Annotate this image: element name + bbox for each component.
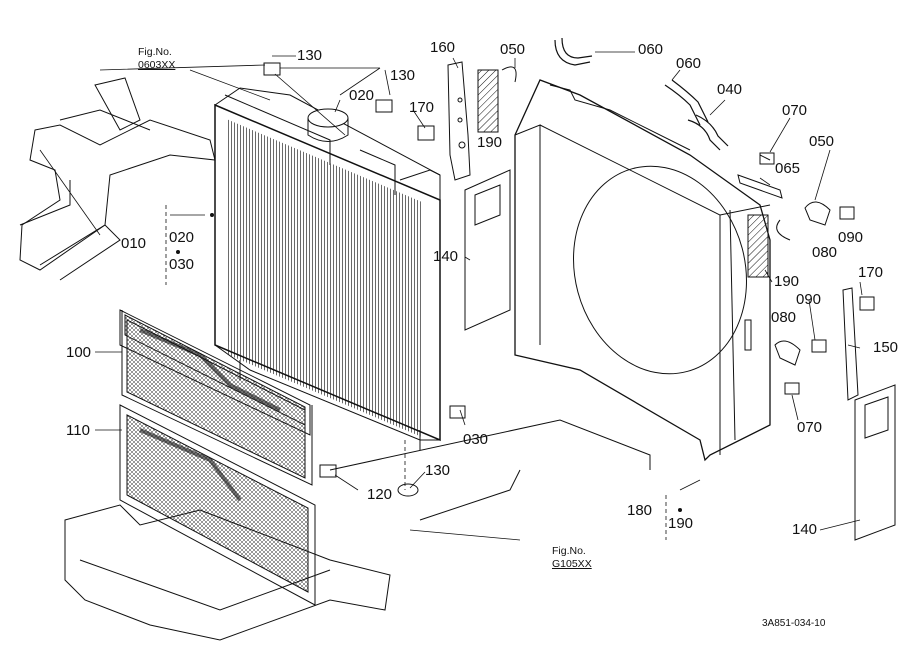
part-label-140-left: 140: [433, 248, 459, 265]
clip-080-upper: [804, 201, 831, 226]
part-label-060-upper: 060: [638, 41, 664, 58]
part-label-090-upper: 090: [838, 229, 864, 246]
seal-strip-right: [854, 384, 896, 541]
cap-130-mid: [375, 99, 393, 113]
cap-130-top: [263, 62, 281, 76]
radiator-cap: [307, 108, 349, 142]
part-label-110: 110: [66, 422, 90, 439]
frame-lower: [64, 419, 651, 641]
part-label-080-upper: 080: [812, 244, 838, 261]
part-label-090-lower: 090: [796, 291, 822, 308]
bolt-090-upper: [839, 206, 855, 220]
clip-080-lower: [774, 340, 801, 366]
part-label-150: 150: [873, 339, 899, 356]
radiator: [214, 87, 441, 450]
figure-ref-prefix: Fig.No.: [552, 545, 586, 557]
bracket-160: [447, 61, 471, 181]
figure-ref-number: G105XX: [552, 558, 592, 570]
part-label-130-bottom: 130: [425, 462, 451, 479]
frame-bracket-left: [19, 77, 216, 281]
part-label-030-bottom: 030: [463, 431, 489, 448]
figure-ref-prefix: Fig.No.: [138, 46, 172, 58]
leader-lines: [39, 51, 863, 541]
bracket-150: [842, 287, 859, 401]
part-label-050-top: 050: [500, 41, 526, 58]
part-label-050-right: 050: [809, 133, 835, 150]
screen-upper: [119, 309, 313, 486]
part-label-140-right: 140: [792, 521, 818, 538]
bolt-070-upper: [759, 152, 775, 165]
figure-ref-bottom[interactable]: Fig.No. G105XX: [552, 545, 592, 571]
seal-190-upper: [477, 69, 499, 133]
hoses: [554, 37, 729, 151]
bolt-120: [319, 464, 337, 478]
part-label-020: 020: [169, 229, 195, 246]
bolt-090-lower: [811, 339, 827, 353]
bolt-170-right: [859, 296, 875, 311]
figure-ref-top-left[interactable]: Fig.No. 0603XX: [138, 46, 175, 72]
fan-shroud: [514, 79, 771, 462]
part-label-180: 180: [627, 502, 653, 519]
part-label-170-left: 170: [409, 99, 435, 116]
part-label-040: 040: [717, 81, 743, 98]
bolt-170-left: [417, 125, 435, 141]
part-label-070-lower: 070: [797, 419, 823, 436]
cap-130-bottom: [397, 483, 419, 497]
bolt-070-lower: [784, 382, 800, 395]
part-label-030-left: 030: [169, 256, 195, 273]
part-label-130-top: 130: [297, 47, 323, 64]
part-label-190-bottom: 190: [668, 515, 694, 532]
ring-050-right: [776, 219, 791, 241]
part-label-160: 160: [430, 39, 456, 56]
screen-lower: [119, 404, 316, 606]
part-label-065: 065: [775, 160, 801, 177]
ring-050-top: [501, 66, 517, 83]
part-label-100: 100: [66, 344, 92, 361]
part-label-060-lower: 060: [676, 55, 702, 72]
part-label-120: 120: [367, 486, 393, 503]
bolt-030: [449, 405, 466, 419]
dashed-leaders: [165, 205, 667, 540]
figure-ref-number: 0603XX: [138, 59, 176, 71]
part-label-080-lower: 080: [771, 309, 797, 326]
part-label-170-right: 170: [858, 264, 884, 281]
part-label-020-cap: 020: [349, 87, 375, 104]
part-label-190-top: 190: [477, 134, 503, 151]
part-label-070-upper: 070: [782, 102, 808, 119]
part-label-190-right: 190: [774, 273, 800, 290]
part-label-010: 010: [121, 235, 147, 252]
part-label-130-mid: 130: [390, 67, 416, 84]
plate-065: [737, 174, 783, 199]
seal-strip-left: [464, 169, 511, 331]
seal-190-right: [747, 214, 769, 278]
document-id: 3A851-034-10: [762, 618, 826, 629]
